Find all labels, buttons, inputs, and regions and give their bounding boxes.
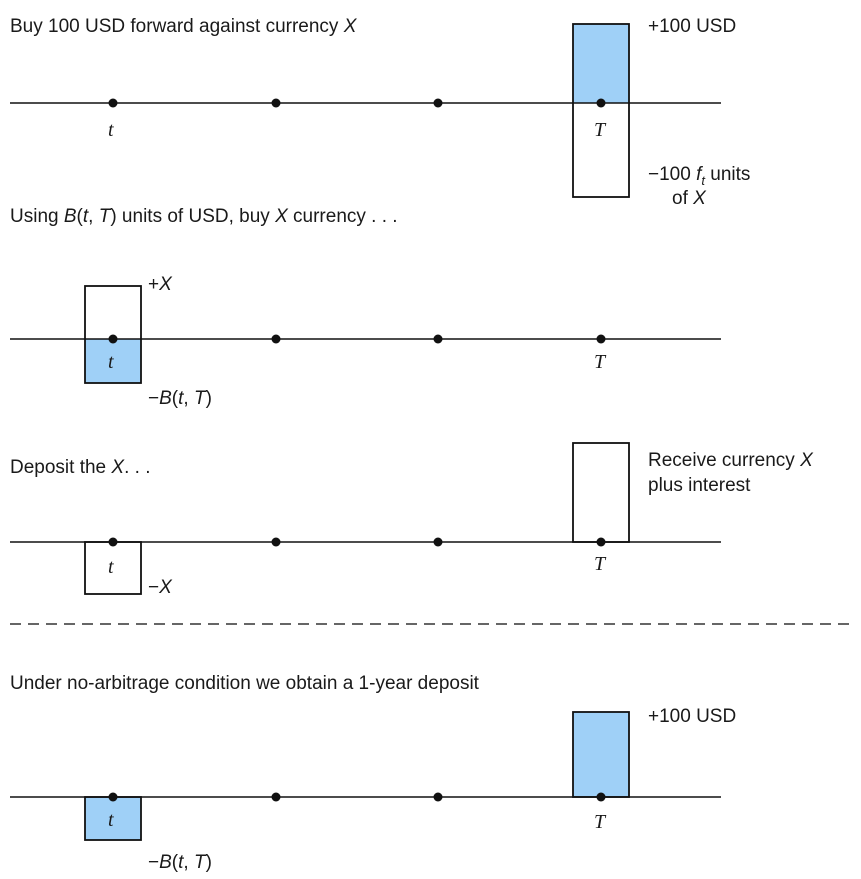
panel2-dot-2: [271, 334, 281, 344]
panel2-label-bottom: −B(t, T): [148, 388, 212, 409]
panel4-label-bottom: −B(t, T): [148, 852, 212, 873]
panel3-caption: Deposit the X. . .: [10, 457, 151, 478]
panel-buy-currency: Using B(t, T) units of USD, buy X curren…: [10, 206, 721, 409]
panel3-tick-T: T: [594, 553, 607, 575]
panel4-caption: Under no-arbitrage condition we obtain a…: [10, 673, 480, 694]
panel-deposit: Deposit the X. . . t T −X Receive curren…: [10, 442, 814, 598]
panel4-dot-2: [271, 792, 281, 802]
panel4-dot-3: [433, 792, 443, 802]
panel2-dot-t: [108, 334, 118, 344]
panel1-label-bottom-line1: −100 ft units: [648, 164, 750, 188]
panel1-label-top: +100 USD: [648, 16, 736, 37]
panel1-dot-2: [271, 98, 281, 108]
panel3-dot-2: [271, 537, 281, 547]
panel3-label-right-line2: plus interest: [648, 475, 751, 496]
panel3-label-right-line1: Receive currency X: [648, 450, 814, 471]
panel1-dot-3: [433, 98, 443, 108]
panel-no-arbitrage: Under no-arbitrage condition we obtain a…: [10, 673, 736, 873]
panel4-dot-T: [596, 792, 606, 802]
panel3-label-left: −X: [148, 577, 173, 598]
panel1-label-bottom-line2: of X: [672, 188, 707, 209]
panel4-dot-t: [108, 792, 118, 802]
panel1-tick-t: t: [108, 119, 114, 141]
panel3-dot-3: [433, 537, 443, 547]
panel2-caption: Using B(t, T) units of USD, buy X curren…: [10, 206, 398, 227]
panel1-fill-top: [573, 24, 629, 103]
panel2-dot-3: [433, 334, 443, 344]
panel3-bar-T: [572, 442, 630, 543]
panel2-tick-T: T: [594, 351, 607, 373]
panel2-bar-outline: [84, 285, 142, 384]
panel3-dot-t: [108, 537, 118, 547]
panel3-tick-t: t: [108, 556, 114, 578]
panel-buy-forward: Buy 100 USD forward against currency X t…: [10, 16, 750, 209]
panel2-dot-T: [596, 334, 606, 344]
panel4-label-top: +100 USD: [648, 706, 736, 727]
panel1-bar-outline: [572, 23, 630, 198]
panel1-dot-T: [596, 98, 606, 108]
panel4-tick-T: T: [594, 811, 607, 833]
panel1-caption: Buy 100 USD forward against currency X: [10, 16, 358, 37]
panel4-fill-T: [573, 712, 629, 797]
panel4-tick-t: t: [108, 809, 114, 831]
panel2-label-top: +X: [148, 274, 173, 295]
panel1-dot-t: [108, 98, 118, 108]
panel2-tick-t: t: [108, 351, 114, 373]
panel2-fill-bottom: [85, 339, 141, 383]
panel3-dot-T: [596, 537, 606, 547]
panel1-tick-T: T: [594, 119, 607, 141]
panel4-fill-t: [85, 797, 141, 840]
